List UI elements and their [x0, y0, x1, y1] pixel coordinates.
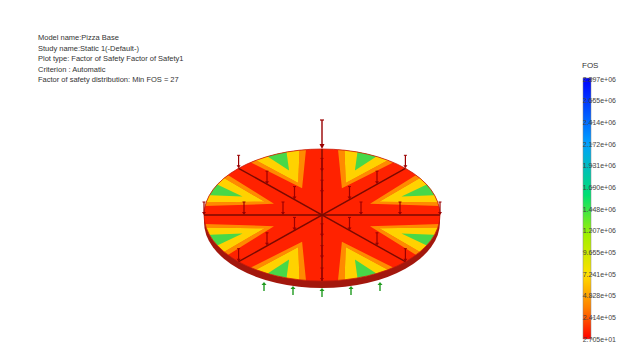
header-line: Factor of safety distribution: Min FOS =…: [38, 76, 179, 84]
header-line: Criterion : Automatic: [38, 66, 106, 74]
legend-tick: 9.655e+05: [583, 249, 616, 256]
legend-title: FOS: [582, 62, 598, 70]
legend-tick: 1.207e+06: [583, 227, 616, 234]
legend-tick: 7.241e+05: [583, 271, 616, 278]
legend-tick: 1.690e+06: [583, 184, 616, 191]
legend-tick: 4.828e+05: [583, 292, 616, 299]
header-line: Plot type: Factor of Safety Factor of Sa…: [38, 55, 184, 63]
header-line: Model name:Pizza Base: [38, 34, 119, 42]
legend-tick: 2.705e+01: [583, 336, 616, 343]
legend-tick: 2.897e+06: [583, 76, 616, 83]
legend-tick: 2.655e+06: [583, 97, 616, 104]
legend-tick: 2.172e+06: [583, 141, 616, 148]
header-line: Study name:Static 1(-Default-): [38, 45, 139, 53]
legend-tick: 1.931e+06: [583, 162, 616, 169]
legend-tick: 2.414e+05: [583, 314, 616, 321]
legend-tick: 1.448e+06: [583, 206, 616, 213]
legend-tick: 2.414e+06: [583, 119, 616, 126]
